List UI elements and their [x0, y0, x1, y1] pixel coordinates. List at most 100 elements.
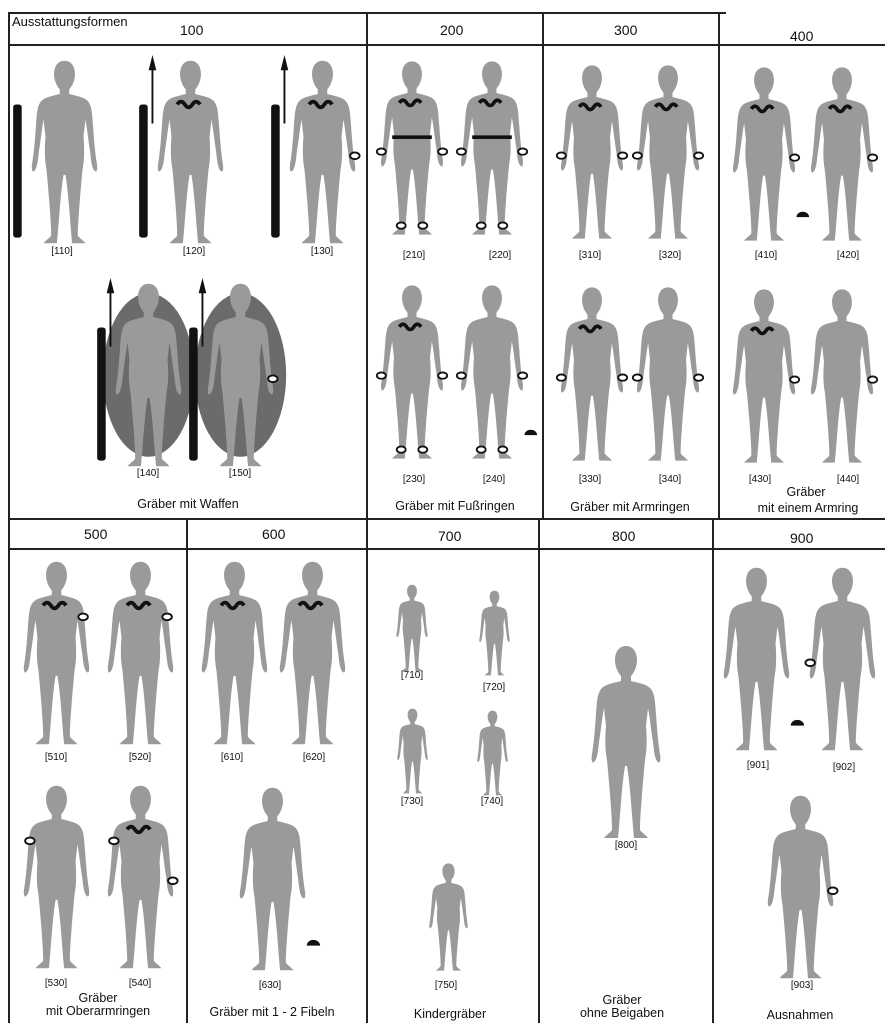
armring-icon [694, 374, 703, 380]
sword-icon [13, 104, 22, 237]
figure-label: [230] [403, 474, 425, 485]
belt-icon [392, 135, 432, 139]
figure-label: [510] [45, 752, 67, 763]
figure-label: [410] [755, 250, 777, 261]
body-silhouette [479, 591, 509, 676]
column-header-600: 600 [262, 526, 285, 542]
body-silhouette [107, 786, 172, 969]
column-header-300: 300 [614, 22, 637, 38]
group-caption-100: Gräber mit Waffen [137, 498, 238, 510]
figure-label: [800] [615, 840, 637, 851]
table-title: Ausstattungsformen [12, 14, 128, 29]
group-caption-800-line2: ohne Beigaben [580, 1007, 664, 1019]
column-header-700: 700 [438, 528, 461, 544]
figure-label: [630] [259, 980, 281, 991]
body-silhouette [637, 287, 699, 460]
figure-label: [120] [183, 246, 205, 257]
figure-label: [610] [221, 752, 243, 763]
figure-label: [750] [435, 980, 457, 991]
group-caption-200: Gräber mit Fußringen [395, 500, 514, 512]
column-header-500: 500 [84, 526, 107, 542]
armring-icon [694, 152, 703, 158]
grave-figure [128, 55, 253, 249]
armring-icon [518, 372, 527, 378]
figure-label: [902] [833, 762, 855, 773]
sword-icon [271, 104, 280, 237]
figure-label: [210] [403, 250, 425, 261]
sword-icon [139, 104, 148, 237]
vline-700-800 [538, 518, 540, 1023]
body-silhouette [397, 709, 427, 794]
body-silhouette [107, 562, 172, 745]
figure-label: [420] [837, 250, 859, 261]
figure-label: [901] [747, 760, 769, 771]
figure-label: [430] [749, 474, 771, 485]
figure-label: [130] [311, 246, 333, 257]
spear-icon [148, 55, 156, 123]
armring-icon [557, 152, 566, 158]
figure-label: [440] [837, 474, 859, 485]
fibula-icon [306, 940, 319, 946]
column-header-200: 200 [440, 22, 463, 38]
grave-figure [738, 790, 863, 984]
body-silhouette [592, 646, 661, 838]
body-silhouette [396, 585, 427, 672]
footring-icon [498, 446, 507, 452]
figure-label: [530] [45, 978, 67, 989]
grave-figure [375, 582, 449, 674]
footring-icon [397, 222, 406, 228]
group-caption-400-line2: mit einem Armring [758, 502, 859, 514]
upper-armring-icon [25, 838, 35, 845]
group-caption-300: Gräber mit Armringen [570, 501, 689, 513]
footring-icon [418, 222, 427, 228]
body-silhouette [461, 285, 523, 458]
column-header-400: 400 [790, 28, 813, 44]
armring-icon [377, 148, 386, 154]
body-silhouette [31, 61, 96, 244]
body-silhouette [279, 562, 344, 745]
upper-armring-icon [109, 838, 119, 845]
body-silhouette [429, 863, 467, 970]
figure-label: [140] [137, 468, 159, 479]
body-silhouette [239, 788, 304, 971]
body-silhouette [157, 61, 222, 244]
group-caption-500-line1: Gräber [79, 992, 118, 1004]
figure-label: [720] [483, 682, 505, 693]
figure-label: [520] [129, 752, 151, 763]
group-caption-900: Ausnahmen [767, 1009, 834, 1021]
armring-icon [557, 374, 566, 380]
figure-label: [150] [229, 468, 251, 479]
armring-icon [868, 154, 877, 160]
grave-figure [780, 562, 885, 756]
group-caption-600: Gräber mit 1 - 2 Fibeln [209, 1006, 334, 1018]
sword-icon [189, 327, 198, 460]
column-header-100: 100 [180, 22, 203, 38]
grave-figure [250, 556, 375, 750]
footring-icon [477, 446, 486, 452]
sword-icon [97, 327, 106, 460]
grave-figure [782, 284, 885, 468]
footring-icon [477, 222, 486, 228]
figure-label: [310] [579, 250, 601, 261]
grave-figure [376, 706, 449, 796]
column-header-800: 800 [612, 528, 635, 544]
armring-icon [633, 152, 642, 158]
figure-label: [240] [483, 474, 505, 485]
group-caption-700: Kindergräber [414, 1008, 486, 1020]
group-caption-800-line1: Gräber [603, 994, 642, 1006]
body-silhouette [809, 568, 874, 751]
grave-figure [406, 860, 491, 974]
body-silhouette [477, 711, 507, 796]
footring-icon [498, 222, 507, 228]
grave-figure [178, 278, 303, 472]
body-silhouette [767, 796, 832, 979]
armring-icon [518, 148, 527, 154]
figure-label: [330] [579, 474, 601, 485]
grave-figure [458, 588, 531, 678]
spear-icon [280, 55, 288, 123]
armring-icon [828, 887, 838, 894]
column-header-900: 900 [790, 530, 813, 546]
grave-figure [210, 782, 335, 976]
grave-figure [561, 640, 691, 844]
